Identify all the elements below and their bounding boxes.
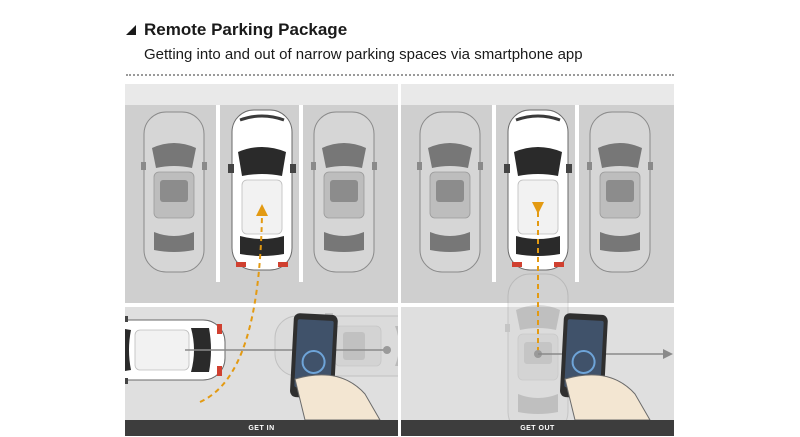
title-row: Remote Parking Package (126, 20, 347, 40)
header: Remote Parking Package (126, 20, 347, 40)
page-subtitle: Getting into and out of narrow parking s… (144, 46, 583, 63)
get-in-illustration (125, 84, 398, 420)
get-in-label-bar: GET IN (125, 420, 398, 436)
get-out-illustration (401, 84, 674, 420)
get-out-label-bar: GET OUT (401, 420, 674, 436)
get-out-label: GET OUT (520, 424, 555, 432)
get-in-label: GET IN (248, 424, 275, 432)
page-title: Remote Parking Package (144, 20, 348, 39)
triangle-icon (126, 25, 136, 35)
dotted-divider (126, 74, 674, 76)
